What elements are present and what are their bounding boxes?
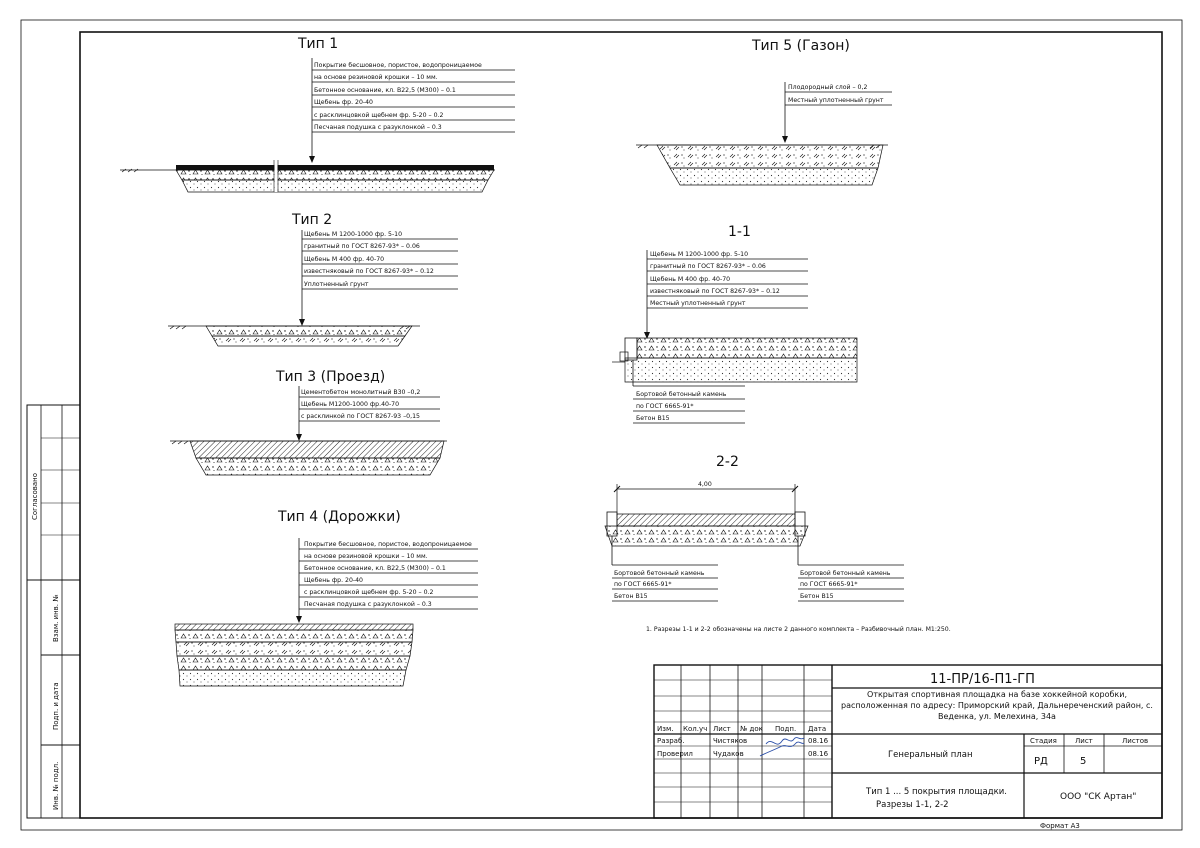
type2-title: Тип 2 <box>291 212 332 228</box>
type1-layer-2: на основе резиновой крошки – 10 мм. <box>314 73 438 81</box>
side-label-sign-date: Подп. и дата <box>52 682 60 730</box>
section11-layer-5: Местный уплотненный грунт <box>650 299 746 307</box>
section22-curb-right-legend: Бортовой бетонный камень по ГОСТ 6665-91… <box>798 564 904 602</box>
section22-curb-left-1: Бортовой бетонный камень <box>614 569 705 577</box>
section11-layer-3: Щебень М 400 фр. 40-70 <box>650 275 730 283</box>
section22-curb-right-3: Бетон В15 <box>800 593 834 600</box>
type2-layer-1: Щебень М 1200-1000 фр. 5-10 <box>304 230 402 238</box>
sheet-value: 5 <box>1080 756 1086 767</box>
section11-detail: 1-1 Щебень М 1200-1000 фр. 5-10 гранитны… <box>612 224 858 424</box>
type3-title: Тип 3 (Проезд) <box>275 369 385 385</box>
type3-layer-2: Щебень М1200-1000 фр.40-70 <box>301 400 399 408</box>
col-header-ndok: № док <box>740 725 763 733</box>
date-checker: 08.16 <box>808 750 829 758</box>
company-name: ООО "СК Артан" <box>1060 792 1136 802</box>
type4-legend: Покрытие бесшовное, пористое, водопрониц… <box>296 538 478 623</box>
type5-legend: Плодородный слой – 0,2 Местный уплотненн… <box>782 82 892 143</box>
type2-legend: Щебень М 1200-1000 фр. 5-10 гранитный по… <box>299 230 458 326</box>
sheet-title: Генеральный план <box>888 750 973 760</box>
drawing-name-1: Тип 1 ... 5 покрытия площадки. <box>865 787 1007 797</box>
section11-curb-3: Бетон В15 <box>636 415 670 422</box>
section11-layer-2: гранитный по ГОСТ 8267-93* – 0.06 <box>650 262 766 270</box>
type2-layer-2: гранитный по ГОСТ 8267-93* – 0.06 <box>304 242 420 250</box>
section11-legend: Щебень М 1200-1000 фр. 5-10 гранитный по… <box>644 250 808 339</box>
date-developer: 08.16 <box>808 737 829 745</box>
section22-curb-left-3: Бетон В15 <box>614 593 648 600</box>
section22-curb-right-2: по ГОСТ 6665-91* <box>800 581 857 588</box>
section11-curb-legend: Бортовой бетонный камень по ГОСТ 6665-91… <box>633 385 745 424</box>
role-developer: Разраб. <box>657 737 685 745</box>
section11-layer-1: Щебень М 1200-1000 фр. 5-10 <box>650 250 748 258</box>
col-header-list: Лист <box>713 725 731 733</box>
sheets-label: Листов <box>1122 737 1148 745</box>
drawing-name-2: Разрезы 1-1, 2-2 <box>876 800 949 810</box>
type1-layer-5: с расклинцовкой щебнем фр. 5-20 – 0.2 <box>314 111 443 119</box>
signature-developer <box>765 737 805 745</box>
col-header-data: Дата <box>808 725 826 733</box>
type2-layer-3: Щебень М 400 фр. 40-70 <box>304 255 384 263</box>
section22-dimension: 4,00 <box>613 481 799 515</box>
type1-layer-3: Бетонное основание, кл. В22,5 (М300) – 0… <box>314 87 456 94</box>
role-checker: Проверил <box>657 750 693 758</box>
name-developer: Чистяков <box>713 737 747 745</box>
section11-curb-2: по ГОСТ 6665-91* <box>636 403 693 410</box>
type4-layer-5: с расклинцовкой щебнем фр. 5-20 – 0.2 <box>304 588 433 596</box>
type4-layer-4: Щебень фр. 20-40 <box>304 576 363 584</box>
type1-layer-4: Щебень фр. 20-40 <box>314 98 373 106</box>
type4-layer-1: Покрытие бесшовное, пористое, водопрониц… <box>304 540 472 548</box>
section22-curb-left-2: по ГОСТ 6665-91* <box>614 581 671 588</box>
type2-layer-4: известняковый по ГОСТ 8267-93* – 0.12 <box>304 267 434 275</box>
type2-layer-5: Уплотненный грунт <box>304 280 369 288</box>
type4-detail: Тип 4 (Дорожки) Покрытие бесшовное, пори… <box>174 509 478 687</box>
type4-layer-2: на основе резиновой крошки – 10 мм. <box>304 552 428 560</box>
signature-checker <box>759 741 805 757</box>
type3-layer-1: Цементобетон монолитный В30 –0,2 <box>301 388 420 396</box>
type4-title: Тип 4 (Дорожки) <box>277 509 401 525</box>
sheet-format: Формат А3 <box>1040 822 1080 830</box>
outer-border <box>20 19 1183 831</box>
type5-title: Тип 5 (Газон) <box>751 38 850 54</box>
type1-detail: Тип 1 Покрытие бесшовное, пористое, водо… <box>120 36 515 193</box>
section22-curb-left-legend: Бортовой бетонный камень по ГОСТ 6665-91… <box>612 564 718 602</box>
type1-title: Тип 1 <box>297 36 338 52</box>
type4-layer-3: Бетонное основание, кл. В22,5 (М300) – 0… <box>304 565 446 572</box>
title-block: 11-ПР/16-П1-ГП Открытая спортивная площа… <box>653 664 1163 819</box>
stage-label: Стадия <box>1030 737 1057 745</box>
type1-legend: Покрытие бесшовное, пористое, водопрониц… <box>309 58 515 163</box>
col-header-izm: Изм. <box>657 725 673 733</box>
type5-detail: Тип 5 (Газон) Плодородный слой – 0,2 Мес… <box>636 38 892 186</box>
sheet-note: 1. Разрезы 1-1 и 2-2 обозначены на листе… <box>646 625 951 633</box>
section22-dimension-label: 4,00 <box>698 481 712 488</box>
name-checker: Чудаков <box>713 750 744 758</box>
type3-legend: Цементобетон монолитный В30 –0,2 Щебень … <box>296 386 440 441</box>
type3-detail: Тип 3 (Проезд) Цементобетон монолитный В… <box>170 369 447 476</box>
section22-title: 2-2 <box>716 454 739 470</box>
stage-value: РД <box>1034 756 1048 767</box>
side-label-inv-orig: Инв. № подл. <box>52 762 60 810</box>
section11-layer-4: известняковый по ГОСТ 8267-93* – 0.12 <box>650 287 780 295</box>
project-title-box: Открытая спортивная площадка на базе хок… <box>841 690 1153 721</box>
type1-layer-6: Песчаная подушка с разуклонкой – 0.3 <box>314 123 442 131</box>
type2-detail: Тип 2 Щебень М 1200-1000 фр. 5-10 гранит… <box>168 212 458 347</box>
section11-curb-1: Бортовой бетонный камень <box>636 390 727 398</box>
project-title: Открытая спортивная площадка на базе хок… <box>841 690 1153 721</box>
type1-layer-1: Покрытие бесшовное, пористое, водопрониц… <box>314 61 482 69</box>
side-label-agreed: Согласовано <box>31 473 39 520</box>
doc-code: 11-ПР/16-П1-ГП <box>930 672 1035 687</box>
type5-layer-2: Местный уплотненный грунт <box>788 96 884 104</box>
section22-detail: 2-2 4,00 Бортовой бетонный камень по ГОС… <box>604 454 904 602</box>
type3-layer-3: с расклинкой по ГОСТ 8267-93 –0,15 <box>301 412 420 420</box>
section22-curb-right-1: Бортовой бетонный камень <box>800 569 891 577</box>
section11-title: 1-1 <box>728 224 751 240</box>
side-stamp: Согласовано Взам. инв. № Подп. и дата Ин… <box>26 404 81 819</box>
type4-layer-6: Песчаная подушка с разуклонкой – 0.3 <box>304 600 432 608</box>
sheet-label: Лист <box>1075 737 1093 745</box>
col-header-podp: Подп. <box>775 725 796 733</box>
side-label-replace-inv: Взам. инв. № <box>52 594 60 642</box>
col-header-koluch: Кол.уч <box>683 725 707 733</box>
type5-layer-1: Плодородный слой – 0,2 <box>788 83 867 91</box>
